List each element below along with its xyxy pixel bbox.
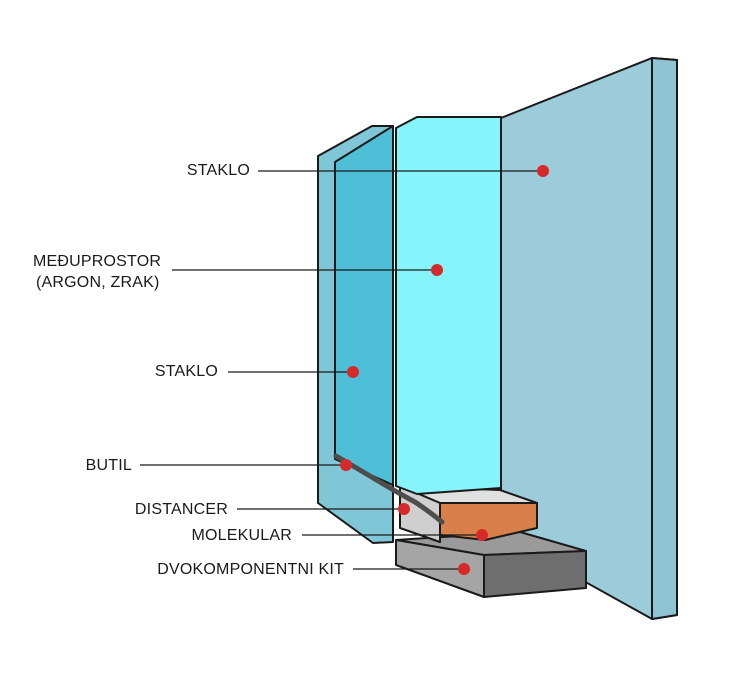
marker-kit (458, 563, 470, 575)
marker-staklo-inner (347, 366, 359, 378)
outer-glass-pane-edge (652, 58, 677, 619)
label-staklo-inner: STAKLO (118, 361, 218, 382)
label-medjuprostor-sub: (ARGON, ZRAK) (36, 272, 160, 293)
inner-glass-pane-edge (335, 126, 393, 485)
label-medjuprostor: MEĐUPROSTOR (33, 251, 161, 272)
label-distancer: DISTANCER (100, 499, 228, 520)
marker-staklo-outer (537, 165, 549, 177)
marker-molekular (476, 529, 488, 541)
label-butil: BUTIL (30, 455, 132, 476)
label-molekular: MOLEKULAR (160, 525, 292, 546)
sealant-base-side (484, 551, 586, 597)
label-staklo-outer: STAKLO (150, 160, 250, 181)
marker-butil (340, 459, 352, 471)
label-kit: DVOKOMPONENTNI KIT (120, 559, 344, 580)
gas-cavity (396, 117, 501, 494)
marker-distancer (398, 503, 410, 515)
marker-medjuprostor (431, 264, 443, 276)
